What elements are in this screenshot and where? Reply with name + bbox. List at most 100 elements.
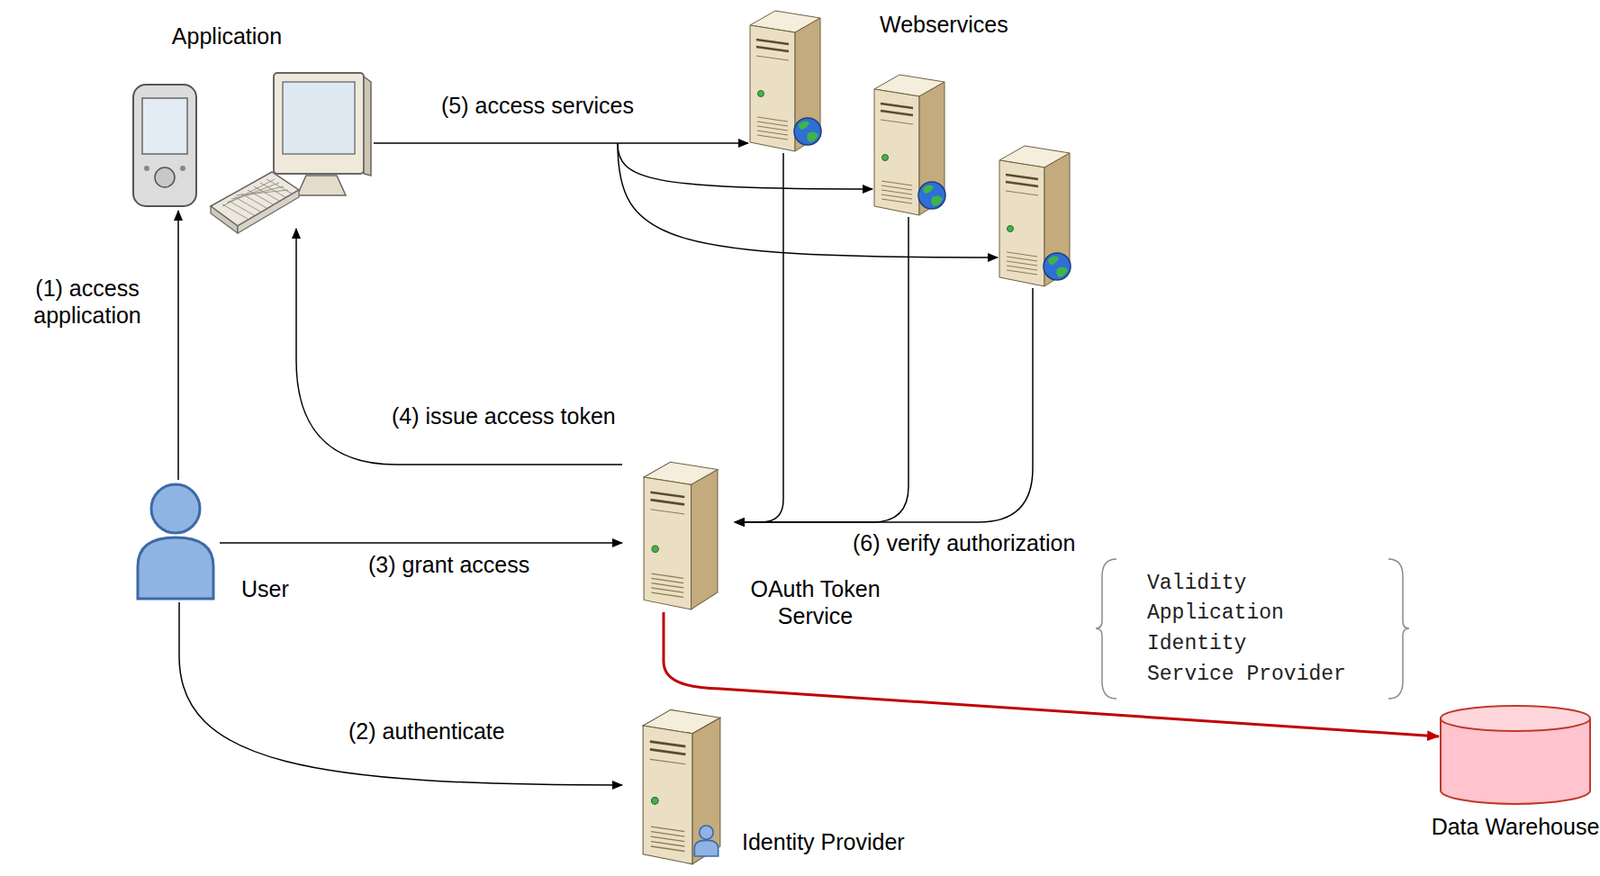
server-icon-part xyxy=(650,583,684,588)
pda-icon xyxy=(130,81,199,209)
server-icon-part xyxy=(1006,270,1038,275)
server-icon-part xyxy=(1005,174,1039,187)
server-icon-part xyxy=(650,831,685,837)
server-icon-part xyxy=(1048,255,1059,265)
server-icon-part xyxy=(757,135,788,140)
connector-path xyxy=(373,142,749,145)
server-icon-part xyxy=(699,825,714,840)
callout-text: Application xyxy=(1147,599,1284,627)
pda-icon-part xyxy=(180,165,186,172)
server-icon-part xyxy=(919,81,945,216)
flow-arrow xyxy=(296,228,623,465)
server-icon-part xyxy=(881,194,913,199)
connector-path xyxy=(663,612,1439,737)
pda-icon-part xyxy=(142,98,188,154)
connector-path xyxy=(734,153,784,523)
user-icon: User xyxy=(132,479,220,603)
connector-path xyxy=(296,228,623,465)
server-icon xyxy=(997,142,1072,289)
node-label: User xyxy=(241,575,323,603)
edge-label: (5) access services xyxy=(438,91,637,119)
node-label: Data Warehouse xyxy=(1425,813,1600,841)
server-icon-part xyxy=(874,89,920,216)
callout-text: Validity xyxy=(1147,569,1247,597)
server-icon-part xyxy=(881,198,913,204)
data-warehouse-cylinder: Data Warehouse xyxy=(1438,704,1592,806)
edge-label: (3) grant access xyxy=(365,551,533,579)
server-icon-part xyxy=(1006,261,1038,266)
node-label: OAuth Token Service xyxy=(723,575,908,630)
connector-path xyxy=(177,210,180,480)
server-icon-part xyxy=(1006,265,1038,271)
edge-label: (4) issue access token xyxy=(388,402,619,430)
server-icon-part xyxy=(881,185,913,190)
server-icon-part xyxy=(650,797,659,805)
data-flow-line xyxy=(663,612,1439,737)
keyboard-icon-part xyxy=(247,189,273,205)
server-icon xyxy=(640,458,722,612)
server-icon-part xyxy=(650,759,687,764)
pda-icon-part xyxy=(144,165,150,172)
monitor-icon-part xyxy=(363,76,371,176)
server-icon-part xyxy=(795,18,821,152)
server-icon-part xyxy=(806,131,819,143)
keyboard-icon-part xyxy=(260,182,286,198)
server-icon-part xyxy=(757,126,788,131)
keyboard-icon-part xyxy=(253,186,280,201)
server-icon-part xyxy=(1006,256,1038,262)
keyboard-icon-part xyxy=(241,193,267,208)
keyboard-icon xyxy=(208,170,301,236)
database-cylinder xyxy=(1438,704,1592,806)
server-icon-part xyxy=(756,55,789,61)
server-icon-part xyxy=(650,573,684,579)
identity-provider-server: Identity Provider xyxy=(622,700,735,868)
server-icon-part xyxy=(757,130,788,136)
token-server: OAuth Token Service xyxy=(622,449,735,613)
pda-icon-part xyxy=(154,167,175,188)
database-cylinder-part xyxy=(1440,705,1591,732)
server-icon-part xyxy=(650,492,685,506)
server-icon-part xyxy=(881,180,913,186)
keyboard-icon-part xyxy=(222,204,248,219)
server-icon-part xyxy=(1005,190,1039,196)
server-icon-part xyxy=(650,846,685,851)
webservice-servers: Webservices xyxy=(748,5,1073,289)
server-icon-part xyxy=(757,121,788,127)
connector-path xyxy=(734,288,1033,523)
server-icon-part xyxy=(691,470,718,610)
server-icon-part xyxy=(798,120,810,130)
pda-icon-part xyxy=(133,84,197,207)
server-icon-part xyxy=(651,545,659,552)
server-icon-part xyxy=(650,741,687,755)
right-bracket xyxy=(1388,559,1410,699)
server-icon-part xyxy=(757,117,788,122)
connector-path xyxy=(617,143,873,190)
monitor-icon xyxy=(270,69,373,199)
monitor-icon-part xyxy=(297,175,346,196)
server-icon-part xyxy=(750,25,796,152)
server-icon-part xyxy=(650,578,684,583)
callout-text: Identity xyxy=(1147,630,1247,658)
server-icon-part xyxy=(794,117,822,145)
server-icon-part xyxy=(694,840,718,857)
server-icon-part xyxy=(758,90,765,98)
server-icon-part xyxy=(1007,225,1014,233)
server-icon-part xyxy=(931,195,943,207)
server-icon-part xyxy=(756,39,789,52)
keyboard-icon-part xyxy=(228,200,254,216)
server-icon-part xyxy=(922,184,934,194)
server-icon-part xyxy=(882,154,889,162)
callout-text: Service Provider xyxy=(1147,660,1347,688)
server-icon-part xyxy=(692,717,721,865)
person-figure-part xyxy=(151,484,200,534)
server-icon-part xyxy=(880,103,913,116)
flow-arrow xyxy=(178,210,180,480)
edge-label: (1) access application xyxy=(7,274,168,329)
person-figure xyxy=(132,479,220,603)
server-icon-part xyxy=(650,836,685,841)
edge-label: (2) authenticate xyxy=(345,717,508,745)
flow-arrow xyxy=(179,602,623,786)
person-figure-part xyxy=(137,537,214,599)
server-icon-part xyxy=(650,826,685,832)
server-icon xyxy=(640,705,724,867)
